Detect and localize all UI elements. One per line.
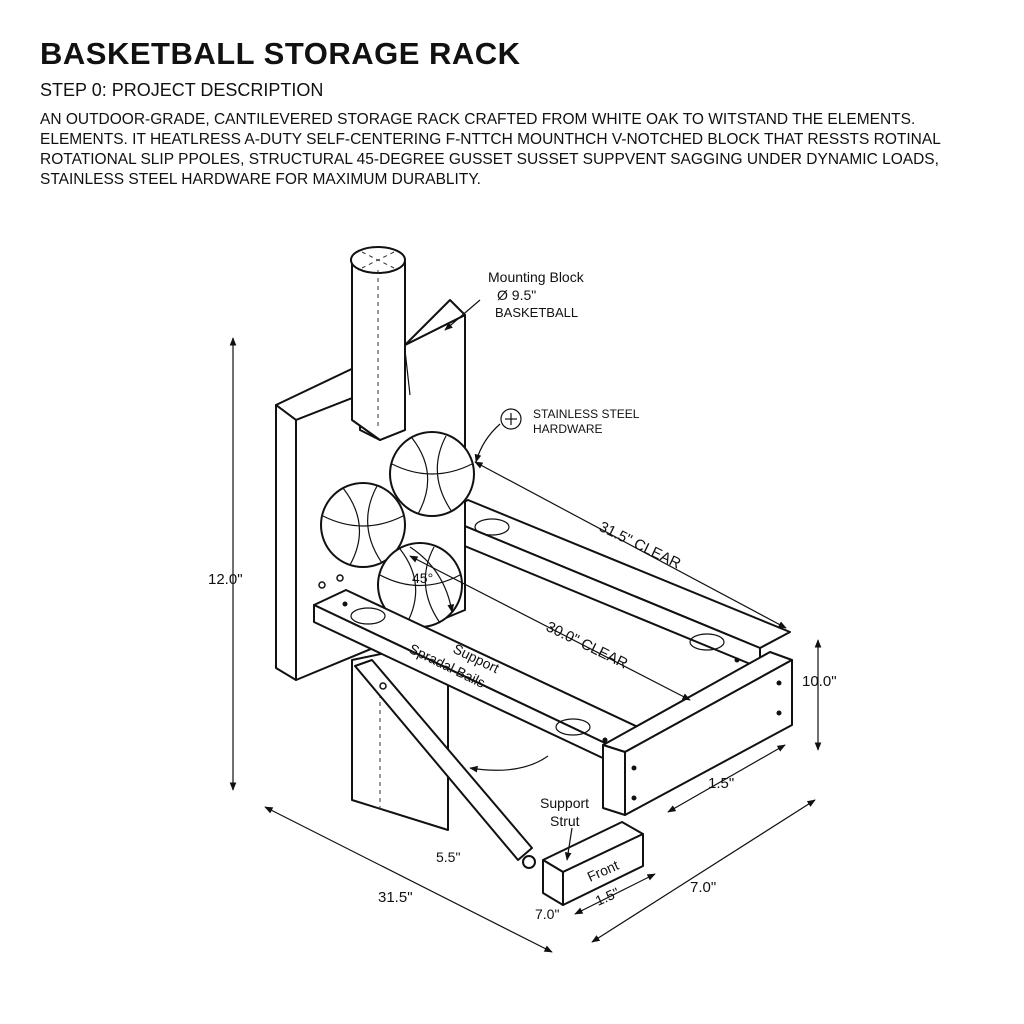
support-strut-label: Strut xyxy=(550,813,580,829)
end-cap-board xyxy=(602,651,793,816)
hardware-label: HARDWARE xyxy=(533,422,603,436)
dim-block-depth: 7.0" xyxy=(535,906,559,922)
dim-overall-depth: 7.0" xyxy=(690,879,716,896)
dim-strut-width: 5.5" xyxy=(436,849,460,865)
front-block xyxy=(542,821,644,906)
description-line: STAINLESS STEEL HARDWARE FOR MAXIMUM DUR… xyxy=(40,171,481,188)
step-heading: STEP 0: PROJECT DESCRIPTION xyxy=(40,80,324,100)
dim-clear-front: 30.0" CLEAR xyxy=(543,618,630,672)
dim-rail-height: 10.0" xyxy=(802,673,837,690)
dim-angle: 45° xyxy=(412,570,433,586)
project-description: AN OUTDOOR-GRADE, CANTILEVERED STORAGE R… xyxy=(40,110,980,190)
description-line: ROTATIONAL SLIP PPOLES, STRUCTURAL 45-DE… xyxy=(40,151,939,168)
basketball-label: BASKETBALL xyxy=(495,305,578,320)
hardware-label: STAINLESS STEEL xyxy=(533,407,640,421)
description-line: ELEMENTS. IT HEATLRESS A-DUTY SELF-CENTE… xyxy=(40,131,941,148)
basketball-top xyxy=(389,431,475,517)
basketball-left xyxy=(320,482,406,568)
page-title: BASKETBALL STORAGE RACK xyxy=(40,36,521,71)
support-strut-label: Support xyxy=(540,795,589,811)
dim-height: 12.0" xyxy=(208,571,243,588)
dimension-lines xyxy=(229,337,822,953)
dim-base-length: 31.5" xyxy=(378,889,413,906)
mounting-dowel xyxy=(350,246,411,441)
description-line: AN OUTDOOR-GRADE, CANTILEVERED STORAGE R… xyxy=(40,111,916,128)
ball-diameter-label: Ø 9.5" xyxy=(497,287,536,303)
mounting-block-label: Mounting Block xyxy=(488,269,585,285)
dim-rail-width: 1.5" xyxy=(708,775,734,792)
